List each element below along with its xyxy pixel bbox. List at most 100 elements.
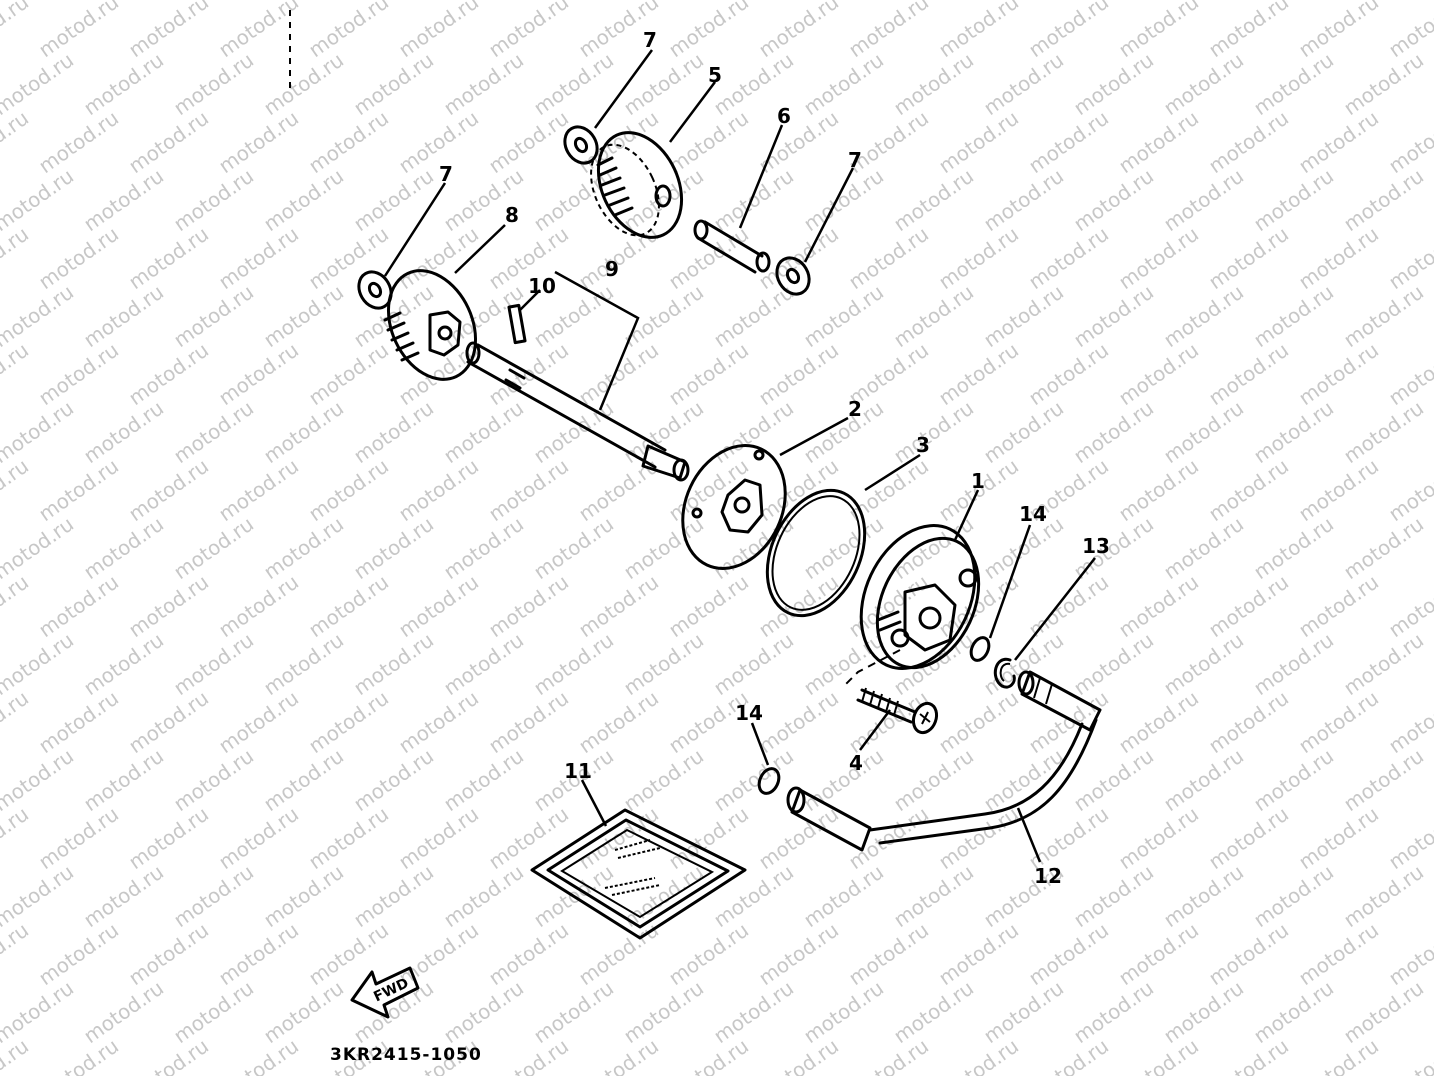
watermark-text: motod.ru: [934, 0, 1023, 62]
watermark-text: motod.ru: [574, 338, 663, 410]
watermark-text: motod.ru: [259, 860, 348, 932]
watermark-text: motod.ru: [844, 686, 933, 758]
pin-part-6: [693, 219, 771, 274]
pin-part-10: [507, 303, 527, 345]
watermark-text: motod.ru: [0, 802, 33, 874]
watermark-text: motod.ru: [304, 686, 393, 758]
watermark-text: motod.ru: [79, 628, 168, 700]
watermark-text: motod.ru: [124, 686, 213, 758]
watermark-text: motod.ru: [169, 860, 258, 932]
watermark-text: motod.ru: [664, 570, 753, 642]
watermark-text: motod.ru: [844, 222, 933, 294]
callout-4: 4: [849, 751, 863, 775]
watermark-text: motod.ru: [214, 802, 303, 874]
watermark-text: motod.ru: [0, 454, 33, 526]
watermark-text: motod.ru: [1429, 860, 1434, 932]
watermark-text: motod.ru: [889, 280, 978, 352]
callout-12: 12: [1034, 864, 1062, 888]
watermark-text: motod.ru: [889, 744, 978, 816]
watermark-text: motod.ru: [1429, 744, 1434, 816]
watermark-text: motod.ru: [1429, 396, 1434, 468]
watermark-text: motod.ru: [1429, 164, 1434, 236]
watermark-text: motod.ru: [1429, 0, 1434, 4]
washer-part-7-left: [357, 270, 393, 310]
watermark-text: motod.ru: [0, 280, 78, 352]
watermark-text: motod.ru: [664, 106, 753, 178]
watermark-text: motod.ru: [259, 976, 348, 1048]
watermark-text: motod.ru: [934, 1034, 1023, 1076]
watermark-text: motod.ru: [394, 338, 483, 410]
callout-14-lower: 14: [735, 701, 763, 725]
watermark-text: motod.ru: [664, 454, 753, 526]
watermark-text: motod.ru: [0, 106, 33, 178]
watermark-text: motod.ru: [1159, 280, 1248, 352]
watermark-text: motod.ru: [349, 164, 438, 236]
watermark-text: motod.ru: [529, 48, 618, 120]
watermark-text: motod.ru: [889, 860, 978, 932]
watermark-text: motod.ru: [79, 280, 168, 352]
watermark-text: motod.ru: [889, 48, 978, 120]
watermark-text: motod.ru: [1114, 338, 1203, 410]
watermark-text: motod.ru: [34, 0, 123, 62]
watermark-text: motod.ru: [304, 918, 393, 990]
watermark-text: motod.ru: [79, 164, 168, 236]
watermark-text: motod.ru: [979, 744, 1068, 816]
watermark-text: motod.ru: [304, 454, 393, 526]
watermark-text: motod.ru: [79, 976, 168, 1048]
watermark-text: motod.ru: [1204, 338, 1293, 410]
watermark-text: motod.ru: [1024, 222, 1113, 294]
watermark-text: motod.ru: [1384, 1034, 1434, 1076]
watermark-text: motod.ru: [394, 570, 483, 642]
watermark-text: motod.ru: [1429, 280, 1434, 352]
watermark-text: motod.ru: [574, 686, 663, 758]
watermark-text: motod.ru: [169, 512, 258, 584]
watermark-text: motod.ru: [124, 454, 213, 526]
watermark-text: motod.ru: [259, 512, 348, 584]
watermark-text: motod.ru: [1249, 280, 1338, 352]
watermark-text: motod.ru: [1249, 860, 1338, 932]
watermark-text: motod.ru: [979, 396, 1068, 468]
watermark-text: motod.ru: [169, 280, 258, 352]
watermark-text: motod.ru: [1339, 164, 1428, 236]
watermark-text: motod.ru: [169, 164, 258, 236]
watermark-text: motod.ru: [1294, 222, 1383, 294]
gear-part-5: [590, 131, 684, 239]
watermark-text: motod.ru: [124, 338, 213, 410]
watermark-text: motod.ru: [799, 164, 888, 236]
screw-part-4: [856, 687, 939, 735]
watermark-text: motod.ru: [1024, 1034, 1113, 1076]
watermark-text: motod.ru: [0, 918, 33, 990]
watermark-text: motod.ru: [484, 106, 573, 178]
filter-part-11: [530, 808, 747, 940]
watermark-text: motod.ru: [1204, 802, 1293, 874]
watermark-text: motod.ru: [1024, 918, 1113, 990]
watermark-text: motod.ru: [1249, 628, 1338, 700]
watermark-text: motod.ru: [1204, 1034, 1293, 1076]
watermark-text: motod.ru: [799, 396, 888, 468]
leader-lines: [383, 49, 1096, 863]
watermark-text: motod.ru: [214, 918, 303, 990]
washer-part-7-top: [563, 125, 599, 165]
watermark-text: motod.ru: [1339, 744, 1428, 816]
watermark-text: motod.ru: [214, 454, 303, 526]
o-ring-part-3: [765, 488, 867, 618]
watermark-text: motod.ru: [754, 686, 843, 758]
watermark-text: motod.ru: [1159, 744, 1248, 816]
watermark-text: motod.ru: [664, 802, 753, 874]
watermark-text: motod.ru: [1249, 164, 1338, 236]
assembly-dashed-line: [844, 649, 901, 686]
watermark-text: motod.ru: [259, 744, 348, 816]
watermark-text: motod.ru: [1159, 512, 1248, 584]
watermark-text: motod.ru: [79, 48, 168, 120]
callout-13: 13: [1082, 534, 1110, 558]
callout-10: 10: [528, 274, 556, 298]
watermark-text: motod.ru: [0, 570, 33, 642]
callout-1: 1: [971, 469, 985, 493]
callout-7-top: 7: [643, 28, 657, 52]
watermark-text: motod.ru: [1339, 860, 1428, 932]
watermark-text: motod.ru: [259, 280, 348, 352]
o-ring-part-14-upper: [969, 636, 991, 662]
watermark-text: motod.ru: [1249, 48, 1338, 120]
watermark-text: motod.ru: [124, 918, 213, 990]
